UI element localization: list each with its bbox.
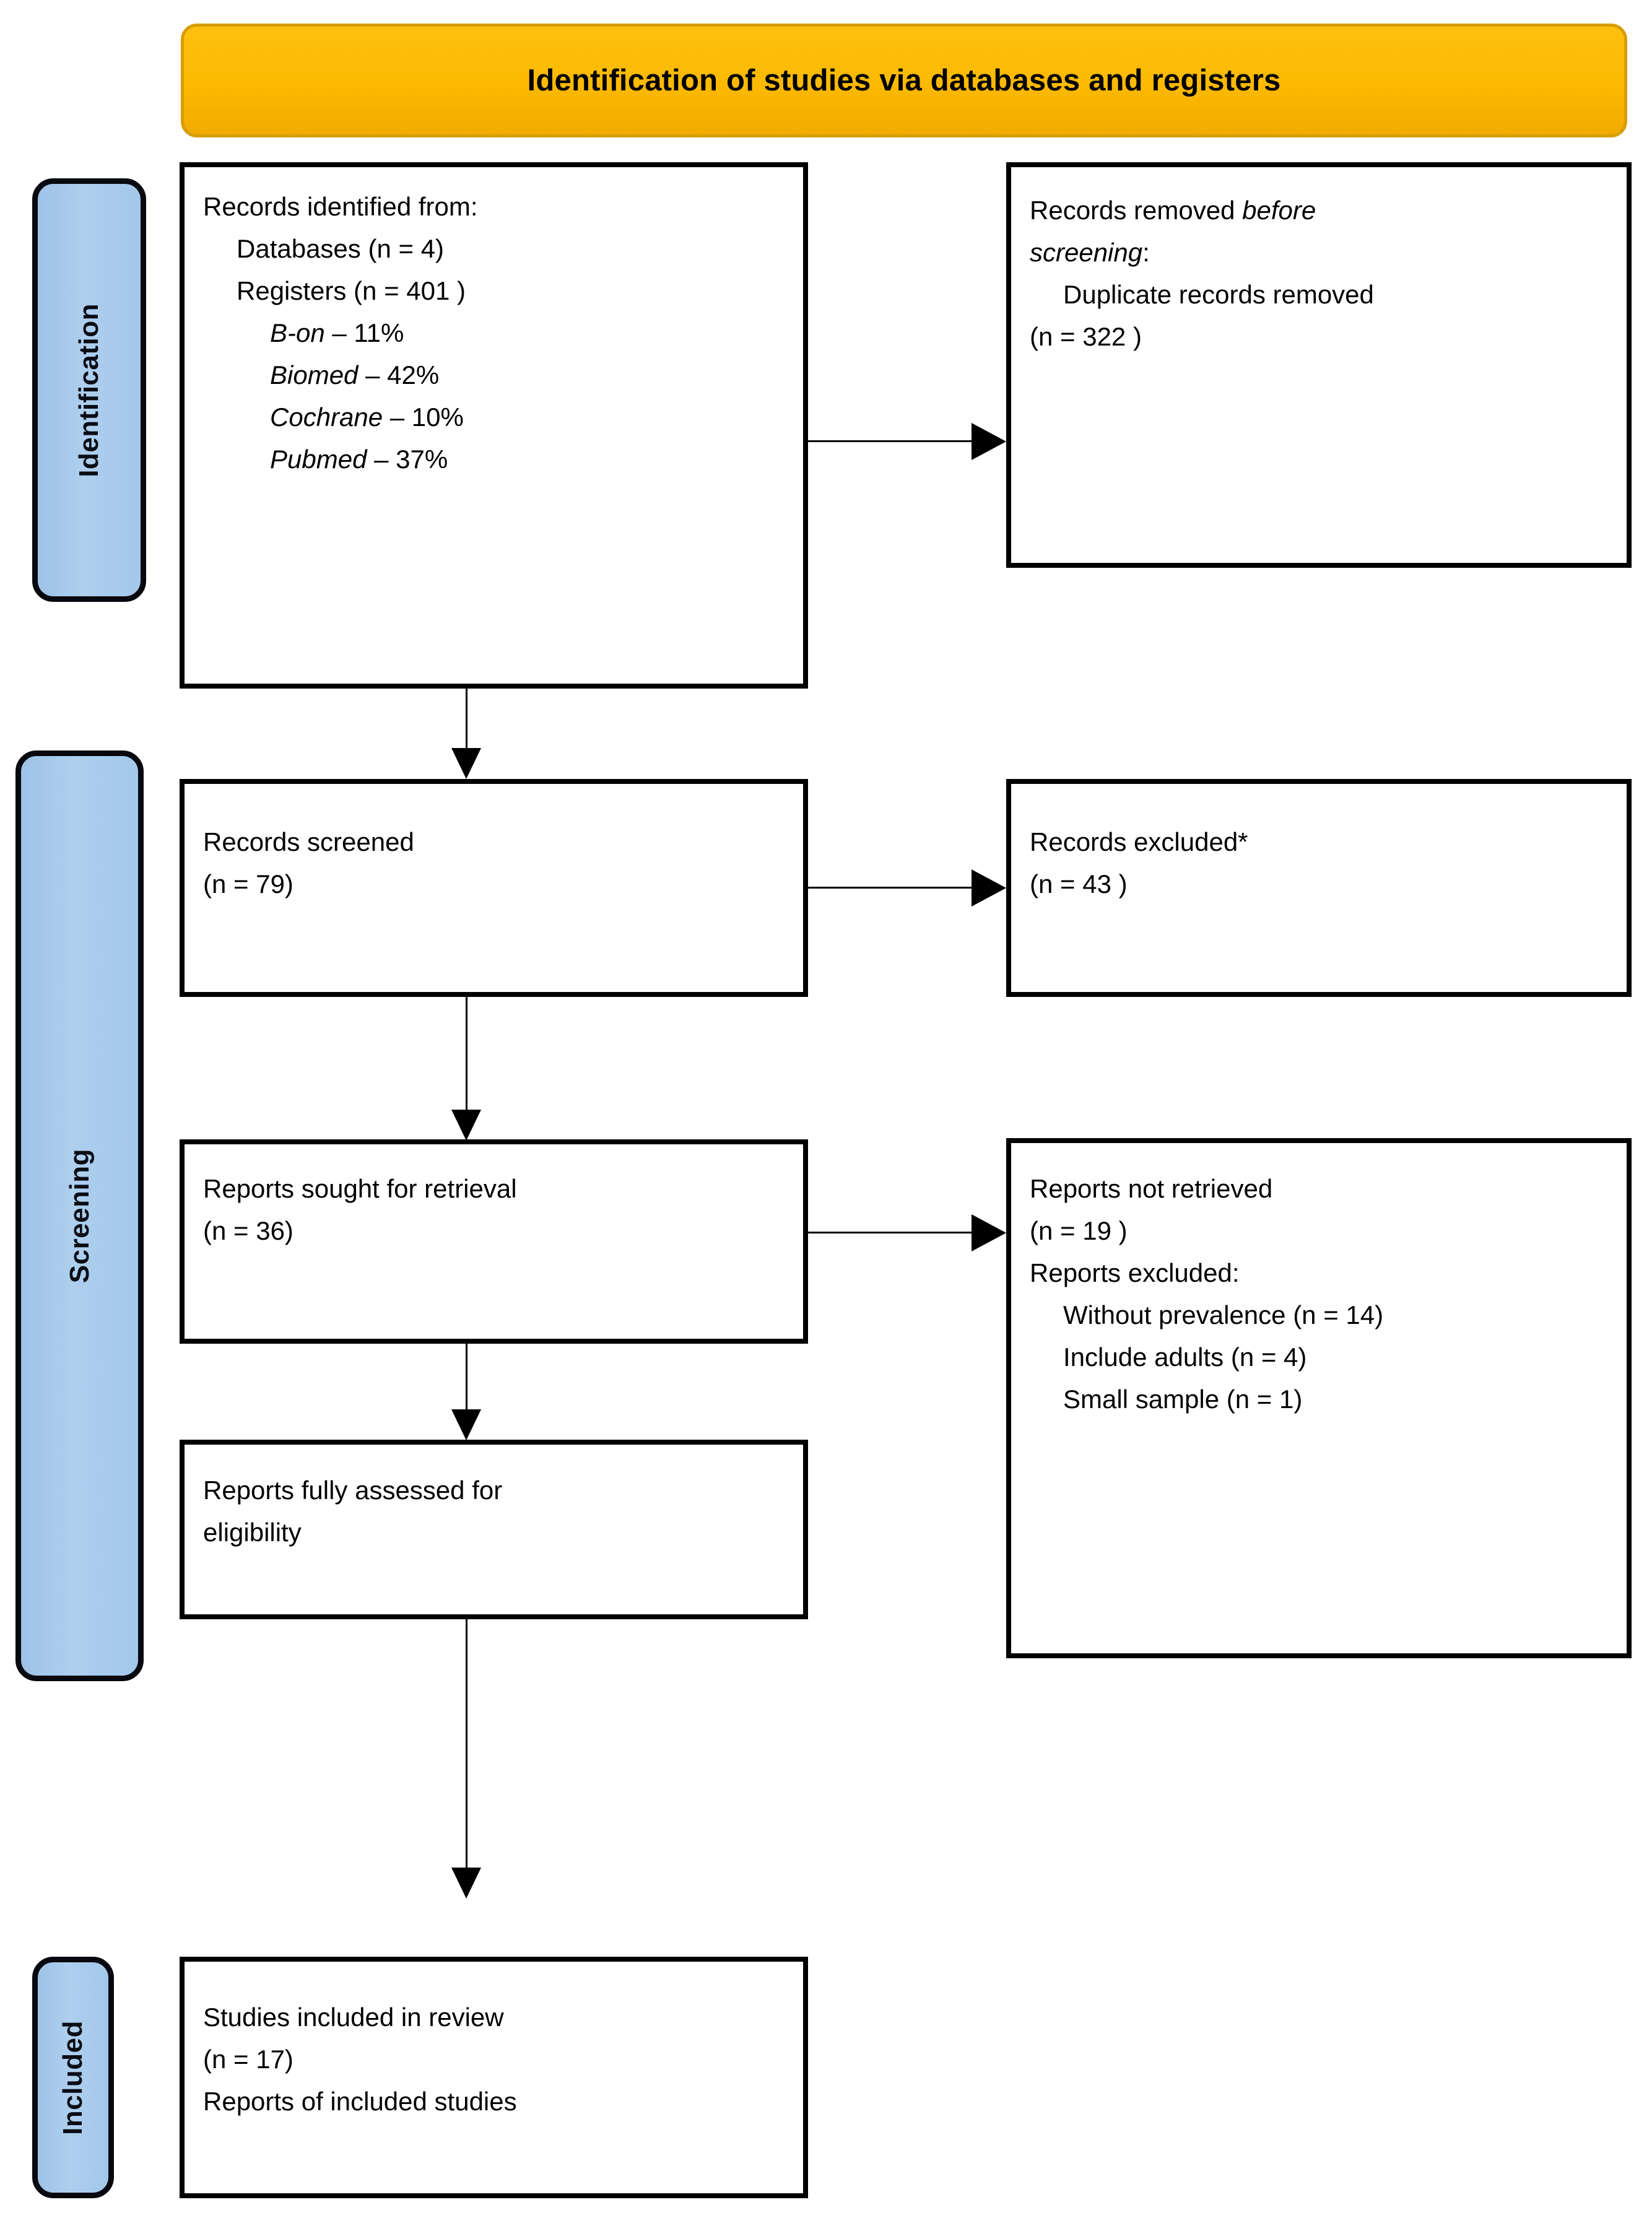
records-identified-databases: Databases (n = 4) (237, 234, 445, 264)
diagram-header-banner: Identification of studies via databases … (181, 24, 1627, 137)
stage-tab-included-label: Included (58, 2020, 88, 2135)
records-removed-line1-plain: Records removed (1030, 196, 1243, 225)
source-name-cochrane: Cochrane (270, 402, 383, 432)
records-screened-count: (n = 79) (203, 869, 293, 899)
source-name-biomed: Biomed (270, 360, 359, 390)
records-removed-line2-italic: screening (1030, 238, 1143, 268)
source-share-b-on: – 11% (332, 318, 404, 348)
reports-of-included-studies: Reports of included studies (203, 2087, 517, 2116)
banner-title: Identification of studies via databases … (527, 64, 1281, 97)
arrowhead-right-icon (972, 1214, 1006, 1251)
reports-not-retrieved-label: Reports not retrieved (1030, 1174, 1273, 1203)
arrowhead-right-icon (972, 869, 1006, 907)
reports-excluded-reason-without-prevalence: Without prevalence (n = 14) (1063, 1300, 1384, 1330)
box-studies-included: Studies included in review (n = 17) Repo… (180, 1957, 808, 2198)
studies-included-label: Studies included in review (203, 2003, 504, 2032)
records-excluded-label: Records excluded* (1030, 827, 1248, 856)
records-identified-heading: Records identified from: (203, 192, 478, 221)
stage-tab-included: Included (32, 1957, 114, 2198)
records-screened-label: Records screened (203, 827, 414, 856)
box-reports-assessed-eligibility: Reports fully assessed for eligibility (180, 1440, 808, 1619)
stage-tab-screening: Screening (15, 750, 144, 1681)
reports-assessed-line1: Reports fully assessed for (203, 1476, 503, 1505)
box-records-identified: Records identified from: Databases (n = … (180, 162, 808, 689)
box-records-excluded: Records excluded* (n = 43 ) (1006, 779, 1632, 997)
records-excluded-count: (n = 43 ) (1030, 869, 1128, 899)
stage-tab-identification: Identification (32, 178, 146, 602)
reports-excluded-heading: Reports excluded: (1030, 1258, 1240, 1288)
studies-included-count: (n = 17) (203, 2045, 293, 2074)
reports-assessed-line2: eligibility (203, 1518, 302, 1547)
source-row-cochrane: Cochrane – 10% (203, 396, 785, 438)
connector-screened-to-excluded (808, 887, 974, 889)
source-name-b-on: B-on (270, 318, 325, 348)
source-row-pubmed: Pubmed – 37% (203, 438, 785, 481)
box-reports-not-retrieved: Reports not retrieved (n = 19 ) Reports … (1006, 1138, 1632, 1658)
box-records-screened: Records screened (n = 79) (180, 779, 808, 997)
arrowhead-right-icon (972, 423, 1006, 460)
arrowhead-down-icon (451, 1110, 481, 1141)
reports-sought-label: Reports sought for retrieval (203, 1174, 517, 1203)
connector-identified-to-removed (808, 440, 974, 442)
source-row-b-on: B-on – 11% (203, 312, 785, 354)
duplicate-records-count: (n = 322 ) (1030, 322, 1142, 352)
arrowhead-down-icon (451, 1868, 481, 1899)
source-row-biomed: Biomed – 42% (203, 354, 785, 396)
connector-sought-to-not-retrieved (808, 1232, 974, 1233)
stage-tab-identification-label: Identification (74, 303, 104, 477)
duplicate-records-removed: Duplicate records removed (1063, 280, 1374, 310)
connector-screened-to-sought (466, 997, 467, 1112)
records-removed-line1-italic: before (1242, 196, 1316, 225)
box-reports-sought: Reports sought for retrieval (n = 36) (180, 1139, 808, 1344)
records-identified-registers: Registers (n = 401 ) (237, 276, 466, 306)
source-share-cochrane: – 10% (389, 402, 464, 432)
reports-sought-count: (n = 36) (203, 1216, 293, 1246)
box-records-removed: Records removed before screening: Duplic… (1006, 162, 1632, 568)
connector-sought-to-eligibility (466, 1344, 467, 1411)
connector-eligibility-to-included (466, 1619, 467, 1869)
stage-tab-screening-label: Screening (64, 1148, 95, 1284)
reports-excluded-reason-include-adults: Include adults (n = 4) (1063, 1342, 1307, 1372)
source-share-pubmed: – 37% (374, 445, 448, 474)
arrowhead-down-icon (451, 1409, 481, 1440)
connector-identified-to-screened (466, 689, 467, 750)
arrowhead-down-icon (451, 748, 481, 779)
records-removed-line2: screening: (1030, 232, 1608, 274)
reports-excluded-reason-small-sample: Small sample (n = 1) (1063, 1385, 1303, 1414)
records-removed-line1: Records removed before (1030, 189, 1608, 232)
source-share-biomed: – 42% (365, 360, 440, 390)
records-removed-line2-colon: : (1142, 238, 1150, 268)
reports-not-retrieved-count: (n = 19 ) (1030, 1216, 1128, 1246)
source-name-pubmed: Pubmed (270, 445, 367, 474)
